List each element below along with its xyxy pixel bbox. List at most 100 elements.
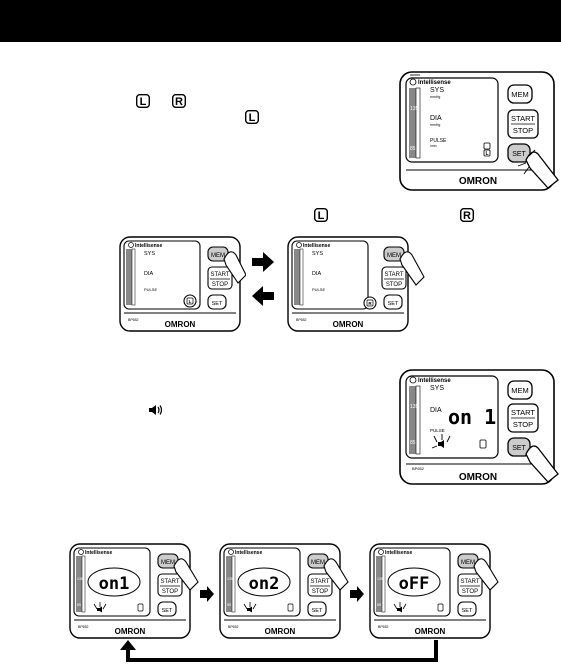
series-mark: Intellisense bbox=[385, 550, 412, 556]
scale-lower: 85 bbox=[77, 603, 81, 607]
header-bar bbox=[0, 0, 561, 42]
set-button-label: SET bbox=[162, 608, 173, 614]
set-button-label: SET bbox=[462, 608, 473, 614]
arrow-right-icon bbox=[350, 586, 364, 607]
scale-lower: 85 bbox=[410, 146, 416, 152]
left-wrist-icon: L bbox=[245, 110, 259, 124]
mem-button-label: MEM bbox=[511, 90, 529, 99]
scale-upper: 135 bbox=[410, 404, 419, 410]
scale-lower: 85 bbox=[410, 440, 416, 446]
model-label: BP652 bbox=[228, 625, 239, 629]
pulse-label: PULSE bbox=[430, 138, 447, 144]
monitor-sequence-step: Intellisense 135 85 oFF MEM START STOP SET BP652… bbox=[368, 542, 500, 642]
dia-label: DIA bbox=[144, 271, 154, 277]
set-button-label: SET bbox=[512, 445, 526, 452]
sys-label: SYS bbox=[430, 87, 444, 94]
brand-logo: OMRON bbox=[459, 472, 497, 483]
scale-lower: 85 bbox=[377, 603, 381, 607]
start-button-label: START bbox=[160, 579, 179, 585]
brand-logo: OMRON bbox=[115, 627, 146, 636]
brand-logo: OMRON bbox=[265, 627, 296, 636]
stop-button-label: STOP bbox=[386, 282, 402, 288]
start-button-label: START bbox=[511, 408, 535, 417]
start-button-label: START bbox=[384, 272, 403, 278]
right-wrist-icon: R bbox=[460, 208, 474, 222]
model-label: BP652 bbox=[128, 318, 139, 322]
monitor-sequence-step: Intellisense 135 85 on1 MEM START STOP SET BP652… bbox=[68, 542, 200, 642]
scale-upper: 135 bbox=[377, 577, 383, 581]
series-mark: Intellisense bbox=[303, 243, 330, 249]
left-wrist-letter: L bbox=[485, 151, 488, 157]
monitor-left-mode: Intellisense SYS DIA PULSE L MEM START S… bbox=[118, 235, 246, 335]
model-label: BP652 bbox=[296, 318, 307, 322]
arrow-right-icon bbox=[200, 586, 214, 607]
unit-min: /min bbox=[430, 144, 437, 148]
arrow-left-icon bbox=[252, 286, 274, 311]
model-label: BP652 bbox=[412, 466, 425, 471]
dia-label: DIA bbox=[430, 407, 442, 414]
stop-button-label: STOP bbox=[462, 589, 478, 595]
left-wrist-letter: L bbox=[249, 112, 256, 124]
mem-button-label: MEM bbox=[461, 560, 475, 566]
brand-logo: OMRON bbox=[459, 176, 497, 187]
start-button-label: START bbox=[310, 579, 329, 585]
series-mark: Intellisense bbox=[235, 550, 262, 556]
stop-button-label: STOP bbox=[513, 126, 533, 135]
series-mark: Intellisense bbox=[418, 378, 451, 384]
model-label: BP652 bbox=[78, 625, 89, 629]
scale-upper: 135 bbox=[227, 577, 233, 581]
pulse-label: PULSE bbox=[312, 287, 325, 292]
set-button-label: SET bbox=[512, 151, 526, 158]
monitor-sequence-step: Intellisense 135 85 on2 MEM START STOP SET BP652… bbox=[218, 542, 350, 642]
mem-button-label: MEM bbox=[211, 253, 225, 259]
series-mark: Intellisense bbox=[85, 550, 112, 556]
right-wrist-letter: R bbox=[463, 210, 471, 222]
speaker-icon bbox=[148, 404, 164, 416]
stop-button-label: STOP bbox=[162, 589, 178, 595]
beep-mode-value: on1 bbox=[99, 574, 130, 594]
unit-mmhg: mmHg bbox=[430, 95, 440, 99]
beep-display: on 1 bbox=[448, 405, 496, 429]
right-wrist-icon: R bbox=[172, 94, 186, 108]
pulse-label: PULSE bbox=[144, 287, 157, 292]
brand-logo: OMRON bbox=[415, 627, 446, 636]
left-wrist-letter: L bbox=[140, 96, 147, 108]
start-button-label: START bbox=[460, 579, 479, 585]
scale-lower: 85 bbox=[227, 603, 231, 607]
sys-label: SYS bbox=[312, 251, 323, 257]
left-wrist-letter: L bbox=[318, 210, 325, 222]
start-button-label: START bbox=[210, 272, 229, 278]
dia-label: DIA bbox=[430, 115, 442, 122]
scale-upper: 135 bbox=[410, 106, 419, 112]
series-mark: Intellisense bbox=[418, 80, 451, 86]
monitor-right-mode: Intellisense SYS DIA PULSE R MEM START S… bbox=[286, 235, 426, 335]
model-label: BP652 bbox=[378, 625, 389, 629]
set-button-label: SET bbox=[312, 608, 323, 614]
left-wrist-letter: L bbox=[189, 299, 192, 304]
mem-button-label: MEM bbox=[311, 560, 325, 566]
mem-button-label: MEM bbox=[387, 253, 401, 259]
beep-mode-value: oFF bbox=[399, 574, 430, 594]
mem-button-label: MEM bbox=[511, 386, 529, 395]
left-wrist-icon: L bbox=[314, 208, 328, 222]
beep-mode-value: on2 bbox=[249, 574, 280, 594]
set-button-label: SET bbox=[388, 301, 399, 307]
monitor-illustration: 135 85 Intellisense SYS mmHg DIA mmHg PU… bbox=[398, 70, 560, 194]
dia-label: DIA bbox=[312, 271, 322, 277]
sys-label: SYS bbox=[144, 251, 155, 257]
stop-button-label: STOP bbox=[312, 589, 328, 595]
mem-button-label: MEM bbox=[161, 560, 175, 566]
start-button-label: START bbox=[511, 114, 535, 123]
stop-button-label: STOP bbox=[212, 282, 228, 288]
scale-upper: 135 bbox=[77, 577, 83, 581]
brand-logo: OMRON bbox=[165, 320, 196, 329]
right-wrist-letter: R bbox=[175, 96, 183, 108]
right-wrist-letter: R bbox=[368, 301, 372, 306]
set-button-label: SET bbox=[212, 301, 223, 307]
sys-label: SYS bbox=[430, 385, 444, 392]
pulse-label: PULSE bbox=[430, 428, 445, 433]
brand-logo: OMRON bbox=[333, 320, 364, 329]
stop-button-label: STOP bbox=[513, 420, 533, 429]
monitor-beep-setting: 135 85 Intellisense SYS DIA PULSE on 1 M… bbox=[398, 368, 560, 488]
return-arrow bbox=[120, 640, 440, 671]
